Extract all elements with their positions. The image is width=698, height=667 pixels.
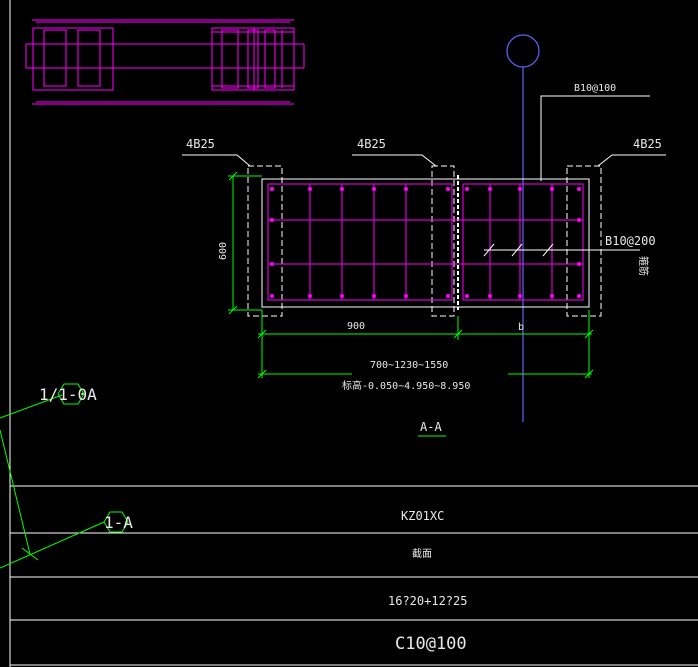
dimension-height: 600 bbox=[218, 242, 229, 260]
table-row-section: 截面 bbox=[412, 547, 432, 560]
stirrup-label-right: B10@200 bbox=[605, 234, 656, 248]
drawing-border bbox=[9, 0, 698, 667]
rebar-label-mid: 4B25 bbox=[357, 137, 386, 151]
section-outline bbox=[247, 165, 602, 317]
stirrup-ticks bbox=[483, 243, 640, 257]
axis-label-1-1-0a: 1/1-0A bbox=[39, 385, 97, 404]
table-row-column-id: KZ01XC bbox=[401, 509, 444, 523]
leader-lines bbox=[182, 95, 666, 181]
axis-label-1-a: 1-A bbox=[104, 513, 133, 532]
column-elevation-view bbox=[25, 19, 305, 105]
grid-axis-marker bbox=[506, 34, 540, 422]
section-title: A-A bbox=[420, 420, 442, 434]
dimension-width-right: b bbox=[518, 322, 524, 333]
dimension-range: 700~1230~1550 bbox=[370, 360, 448, 371]
elevation-range: 标高-0.050~4.950~8.950 bbox=[342, 379, 470, 392]
stirrup-note-right: 箍筋 bbox=[637, 256, 650, 276]
section-rebar-grid bbox=[267, 183, 584, 301]
axis-leaders bbox=[0, 383, 129, 569]
rebar-label-right: 4B25 bbox=[633, 137, 662, 151]
rebar-dots bbox=[270, 187, 581, 298]
schedule-table-grid bbox=[10, 485, 698, 621]
stirrup-label-top: B10@100 bbox=[574, 83, 616, 94]
dimension-width-left: 900 bbox=[347, 321, 365, 332]
table-row-stirrup: C10@100 bbox=[395, 634, 467, 654]
table-row-longitudinal-rebar: 16?20+12?25 bbox=[388, 594, 467, 608]
dimension-lines bbox=[228, 171, 594, 379]
rebar-label-left: 4B25 bbox=[186, 137, 215, 151]
